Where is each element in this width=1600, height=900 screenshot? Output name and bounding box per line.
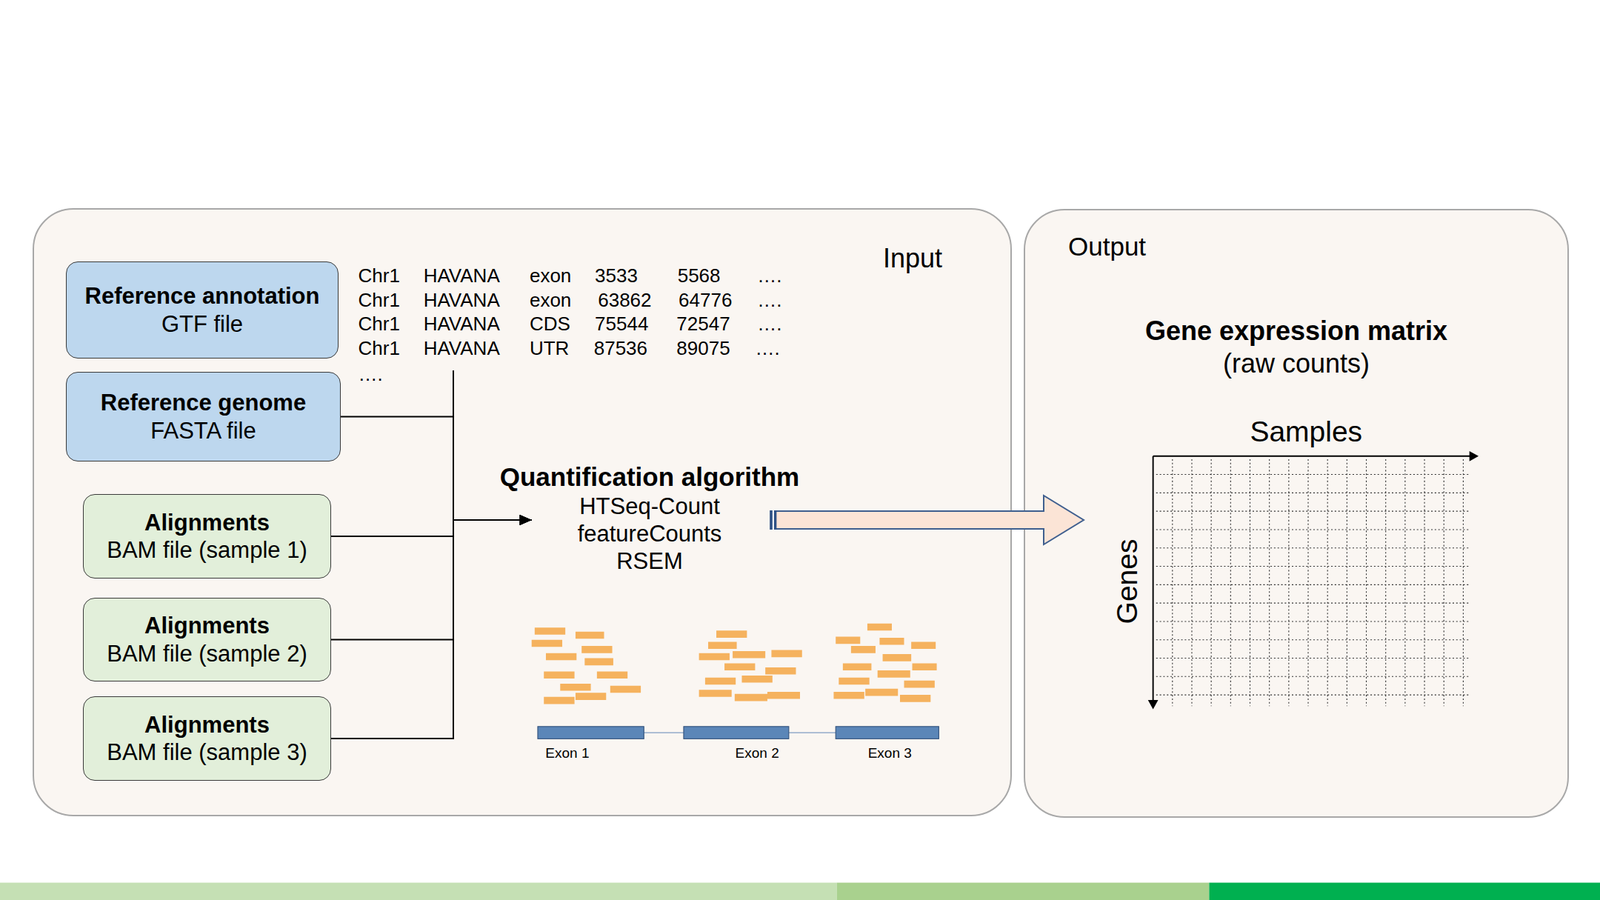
gtf-cell: …. [757,265,782,289]
algorithm-block: Quantification algorithmHTSeq-Countfeatu… [500,461,800,575]
gtf-cell: 89075 [676,337,730,361]
box-subtitle: BAM file (sample 1) [106,536,307,564]
matrix-subtitle: (raw counts) [1222,347,1370,380]
gtf-cell: 3533 [594,265,638,289]
exon-block [537,726,644,740]
gtf-cell: exon [529,289,572,313]
box-subtitle: BAM file (sample 2) [106,640,307,668]
gtf-cell: 75544 [594,312,649,336]
box-subtitle: BAM file (sample 3) [106,738,307,766]
gtf-cell: 72547 [676,312,730,336]
algorithm-heading: Quantification algorithm [500,461,800,493]
gtf-cell: exon [529,265,572,289]
footer-bar [1208,882,1600,900]
gtf-cell: 64776 [678,289,732,313]
input-panel: InputReference annotationGTF fileReferen… [32,208,1012,817]
alignment-box: AlignmentsBAM file (sample 2) [82,597,332,682]
footer-bar [837,882,1210,900]
panel-title: Input [882,242,943,275]
gtf-cell: …. [757,312,782,336]
gtf-cell: UTR [529,337,569,361]
gtf-cell: CDS [529,312,571,336]
gtf-cell: 87536 [594,337,648,361]
gtf-cell: Chr1 [358,337,400,361]
exon-label: Exon 3 [868,744,912,762]
gtf-cell: …. [754,337,780,361]
box-subtitle: GTF file [161,310,243,338]
axis-label: Genes [1110,539,1146,625]
gtf-cell: …. [757,289,782,313]
reference-box: Reference genomeFASTA file [65,371,341,462]
exon-label: Exon 1 [545,744,589,762]
panel-title: Output [1068,231,1146,263]
box-heading: Reference genome [100,388,306,417]
tool-name: featureCounts [577,520,723,548]
tool-name: RSEM [616,547,683,575]
box-heading: Reference annotation [85,282,320,310]
tool-name: HTSeq-Count [579,492,720,520]
gtf-cell: HAVANA [423,265,500,289]
gtf-cell: HAVANA [423,312,500,336]
exon-label: Exon 2 [735,744,780,762]
matrix-title: Gene expression matrix [1145,314,1448,347]
gtf-cell: HAVANA [423,289,500,313]
exon-block [683,726,789,740]
alignment-box: AlignmentsBAM file (sample 1) [82,494,332,579]
gtf-cell: Chr1 [358,312,400,336]
footer-bar [0,882,838,900]
output-panel: OutputGene expression matrix(raw counts) [1023,208,1569,818]
gtf-cell: 63862 [597,289,652,313]
gtf-cell: 5568 [677,265,721,289]
gtf-cell: …. [358,362,383,386]
gtf-cell: HAVANA [423,337,500,361]
reference-box: Reference annotationGTF file [65,261,339,359]
box-subtitle: FASTA file [150,417,256,445]
gtf-cell: Chr1 [358,265,400,289]
alignment-box: AlignmentsBAM file (sample 3) [82,696,332,781]
axis-label: Samples [1249,414,1363,449]
gtf-cell: Chr1 [358,289,400,313]
exon-block [835,726,939,740]
box-heading: Alignments [144,611,270,640]
box-heading: Alignments [144,711,270,739]
box-heading: Alignments [144,508,270,537]
